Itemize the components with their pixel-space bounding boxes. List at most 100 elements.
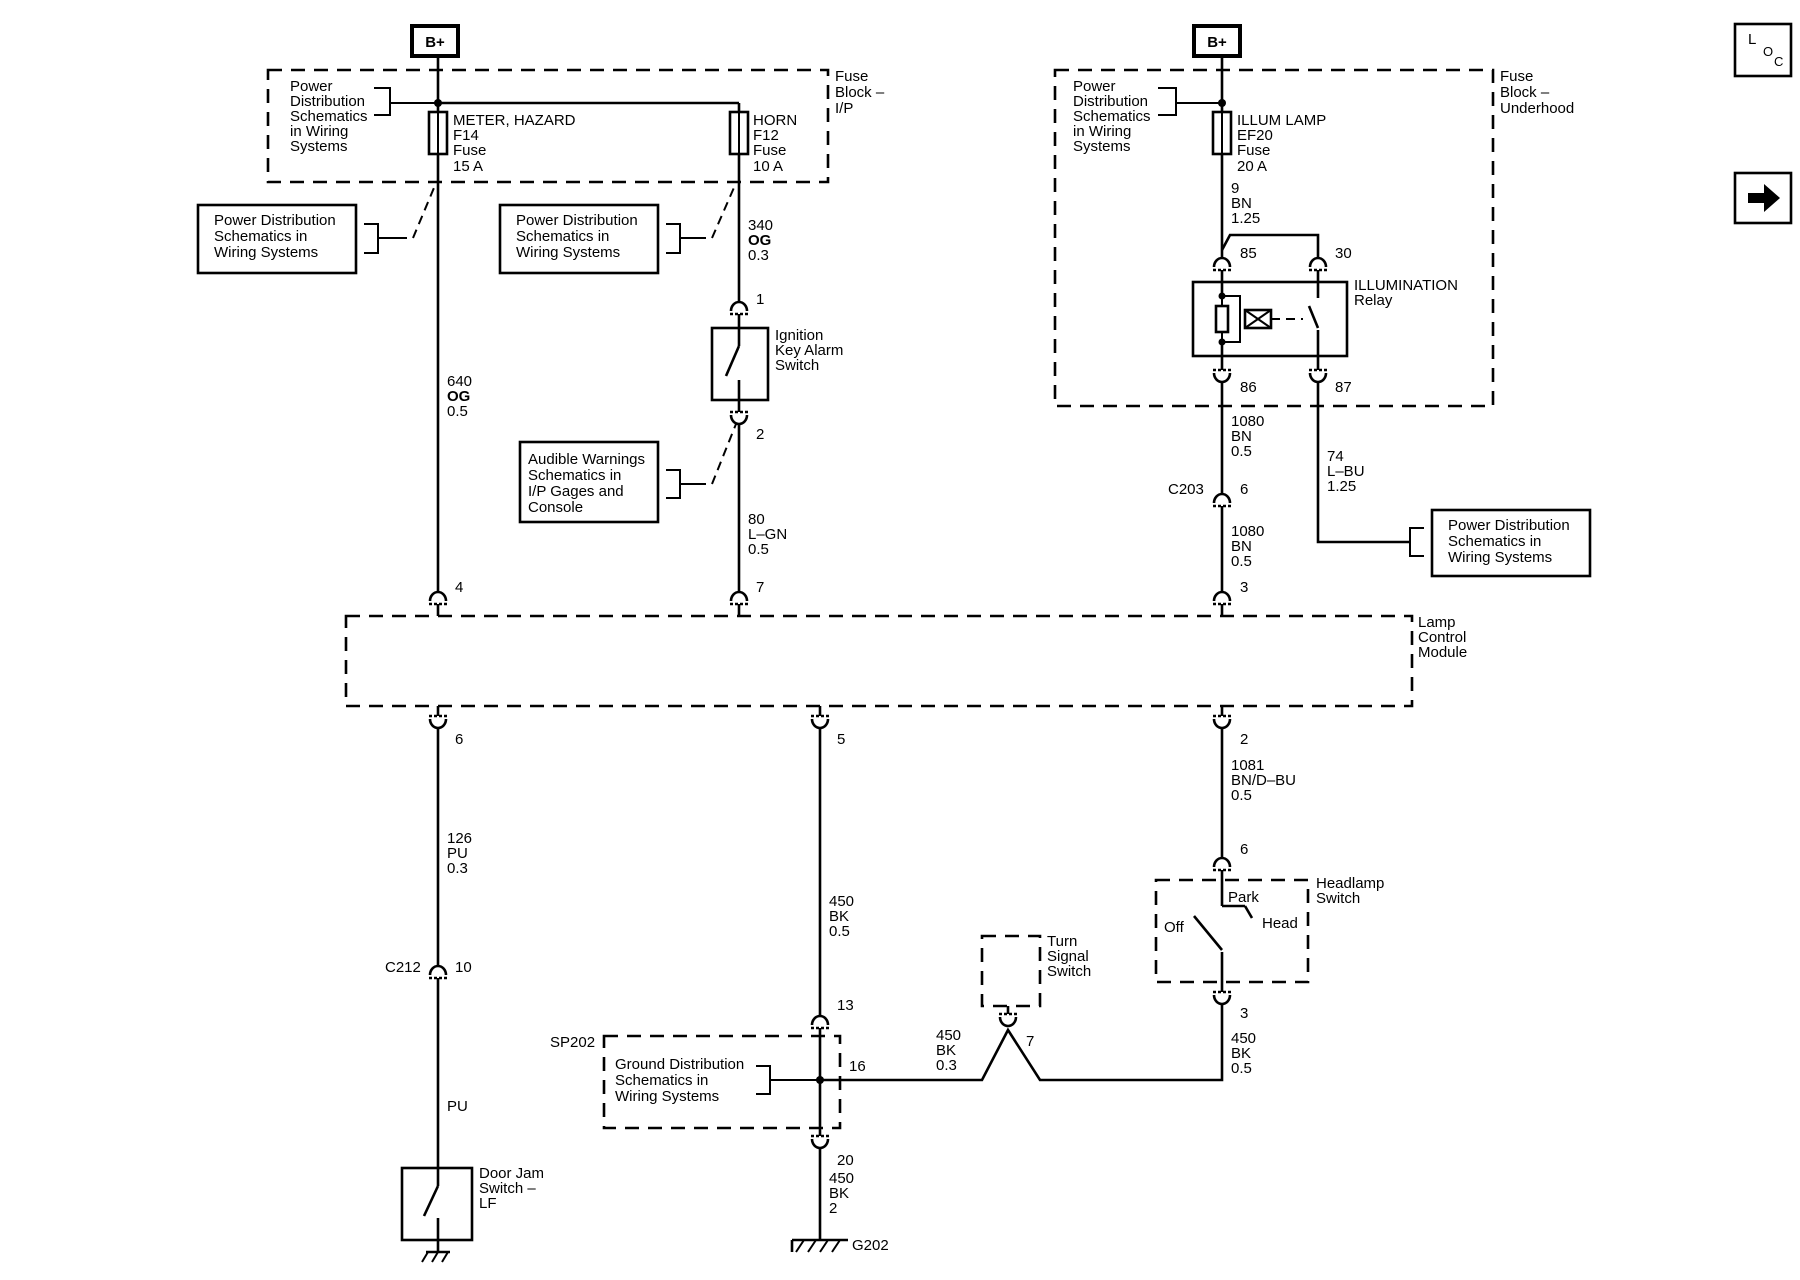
- svg-text:L–GN: L–GN: [748, 526, 787, 543]
- svg-text:Schematics in: Schematics in: [214, 228, 307, 245]
- svg-text:0.3: 0.3: [748, 247, 769, 264]
- svg-text:F12: F12: [753, 127, 779, 144]
- svg-text:Lamp: Lamp: [1418, 614, 1456, 631]
- svg-text:ILLUM LAMP: ILLUM LAMP: [1237, 112, 1326, 129]
- svg-text:80: 80: [748, 511, 765, 528]
- svg-text:Fuse: Fuse: [753, 142, 786, 159]
- loc-icon[interactable]: L O C: [1733, 22, 1793, 78]
- svg-text:0.5: 0.5: [1231, 443, 1252, 460]
- wire-450b-label: 450 BK 0.3: [936, 1027, 961, 1074]
- svg-text:METER, HAZARD: METER, HAZARD: [453, 112, 576, 129]
- svg-text:Turn: Turn: [1047, 933, 1077, 950]
- svg-text:BK: BK: [829, 908, 849, 925]
- svg-text:450: 450: [829, 893, 854, 910]
- svg-text:OG: OG: [447, 388, 470, 405]
- audible-warnings-ref: Audible Warnings Schematics in I/P Gages…: [518, 423, 737, 524]
- svg-text:C203: C203: [1168, 481, 1204, 498]
- ignition-key-alarm-switch: 1 Ignition Key Alarm Switch 2: [710, 291, 843, 443]
- svg-text:87: 87: [1335, 379, 1352, 396]
- svg-text:ILLUMINATION: ILLUMINATION: [1354, 277, 1458, 294]
- wire-126-label: 126 PU 0.3: [447, 830, 472, 877]
- svg-text:L: L: [1748, 31, 1756, 48]
- wire-640-label: 640 OG 0.5: [447, 373, 472, 420]
- svg-text:20 A: 20 A: [1237, 158, 1267, 175]
- svg-text:Power Distribution: Power Distribution: [516, 212, 638, 229]
- lcm-pin-4: 4: [427, 579, 463, 616]
- svg-text:0.5: 0.5: [447, 403, 468, 420]
- fuse-block-ip-title: Fuse Block – I/P: [835, 68, 885, 117]
- svg-text:Relay: Relay: [1354, 292, 1393, 309]
- headlamp-switch: 6 Park Head Off Headlamp Switch 3: [1154, 841, 1384, 1022]
- ground-distribution-ref: Ground Distribution Schematics in Wiring…: [615, 1056, 820, 1105]
- right-arrow-icon[interactable]: [1733, 171, 1793, 225]
- svg-text:C: C: [1774, 54, 1783, 69]
- svg-text:0.3: 0.3: [936, 1057, 957, 1074]
- fuse-block-underhood-boundary: [1053, 68, 1495, 408]
- svg-text:Console: Console: [528, 499, 583, 516]
- svg-text:HORN: HORN: [753, 112, 797, 129]
- svg-text:1.25: 1.25: [1327, 478, 1356, 495]
- svg-text:EF20: EF20: [1237, 127, 1273, 144]
- bplus-left-badge: B+: [410, 24, 460, 58]
- svg-text:16: 16: [849, 1058, 866, 1075]
- svg-text:Switch: Switch: [1047, 963, 1091, 980]
- wire-1080a-label: 1080 BN 0.5: [1231, 413, 1264, 460]
- bplus-right-badge: B+: [1192, 24, 1242, 58]
- svg-text:0.5: 0.5: [1231, 787, 1252, 804]
- fuse-f14: METER, HAZARD F14 Fuse 15 A: [427, 110, 576, 175]
- svg-text:Signal: Signal: [1047, 948, 1089, 965]
- lamp-control-module: [344, 614, 1414, 708]
- svg-text:in Wiring: in Wiring: [1073, 123, 1131, 140]
- svg-text:Head: Head: [1262, 915, 1298, 932]
- svg-text:B+: B+: [425, 34, 445, 51]
- svg-text:0.5: 0.5: [748, 541, 769, 558]
- wire-74-label: 74 L–BU 1.25: [1327, 448, 1365, 495]
- svg-text:PU: PU: [447, 845, 468, 862]
- svg-text:Schematics in: Schematics in: [516, 228, 609, 245]
- svg-text:Control: Control: [1418, 629, 1466, 646]
- svg-text:3: 3: [1240, 1005, 1248, 1022]
- svg-text:6: 6: [1240, 841, 1248, 858]
- svg-text:86: 86: [1240, 379, 1257, 396]
- lcm-pin-5: 5: [809, 706, 845, 748]
- svg-text:Audible Warnings: Audible Warnings: [528, 451, 645, 468]
- svg-text:9: 9: [1231, 180, 1239, 197]
- svg-text:450: 450: [829, 1170, 854, 1187]
- fuse-block-ip-ref: Power Distribution Schematics in Wiring …: [290, 78, 438, 155]
- svg-text:Block –: Block –: [1500, 84, 1550, 101]
- svg-text:2: 2: [756, 426, 764, 443]
- svg-text:1080: 1080: [1231, 413, 1264, 430]
- svg-text:Ground Distribution: Ground Distribution: [615, 1056, 744, 1073]
- illumination-relay: 85 30 86 87 ILLUMINATION Relay: [1191, 245, 1458, 396]
- svg-text:BK: BK: [1231, 1045, 1251, 1062]
- svg-text:0.5: 0.5: [1231, 1060, 1252, 1077]
- svg-text:Block –: Block –: [835, 84, 885, 101]
- svg-text:Off: Off: [1164, 919, 1185, 936]
- svg-text:0.5: 0.5: [1231, 553, 1252, 570]
- power-distribution-ref-right: Power Distribution Schematics in Wiring …: [1409, 508, 1592, 578]
- svg-text:OG: OG: [748, 232, 771, 249]
- svg-text:13: 13: [837, 997, 854, 1014]
- svg-text:7: 7: [1026, 1033, 1034, 1050]
- svg-text:B+: B+: [1207, 34, 1227, 51]
- svg-text:Switch: Switch: [1316, 890, 1360, 907]
- svg-text:20: 20: [837, 1152, 854, 1169]
- wire-450a-label: 450 BK 0.5: [829, 893, 854, 940]
- wire-1081-label: 1081 BN/D–BU 0.5: [1231, 757, 1296, 804]
- svg-text:Schematics in: Schematics in: [528, 467, 621, 484]
- svg-text:I/P Gages and: I/P Gages and: [528, 483, 624, 500]
- svg-text:0.3: 0.3: [447, 860, 468, 877]
- power-distribution-ref-mid: Power Distribution Schematics in Wiring …: [498, 182, 737, 275]
- fuse-block-underhood-ref: Power Distribution Schematics in Wiring …: [1073, 78, 1222, 155]
- fuse-f12: HORN F12 Fuse 10 A: [728, 110, 797, 175]
- svg-text:BN: BN: [1231, 195, 1252, 212]
- svg-text:7: 7: [756, 579, 764, 596]
- connector-c212: C212 10: [385, 959, 472, 980]
- svg-text:74: 74: [1327, 448, 1344, 465]
- svg-text:Fuse: Fuse: [1500, 68, 1533, 85]
- svg-text:Wiring Systems: Wiring Systems: [615, 1088, 719, 1105]
- svg-text:1.25: 1.25: [1231, 210, 1260, 227]
- lcm-pin-6: 6: [427, 706, 463, 748]
- svg-text:30: 30: [1335, 245, 1352, 262]
- svg-text:LF: LF: [479, 1195, 497, 1212]
